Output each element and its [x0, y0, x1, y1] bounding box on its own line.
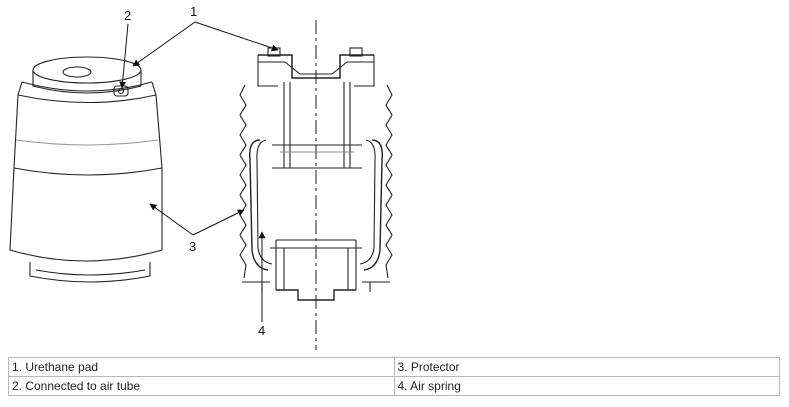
legend-cell-air-spring: 4. Air spring: [393, 376, 780, 396]
callout-3: 3: [189, 239, 196, 254]
legend-row: 1. Urethane pad 3. Protector: [8, 357, 780, 377]
legend-cell-protector: 3. Protector: [393, 357, 780, 377]
callout-1: 1: [190, 4, 197, 19]
legend-row: 2. Connected to air tube 4. Air spring: [8, 376, 780, 396]
legend-cell-air-tube: 2. Connected to air tube: [8, 376, 395, 396]
air-spring-diagram: 1 2 3 4: [9, 4, 393, 350]
legend-cell-urethane-pad: 1. Urethane pad: [8, 357, 395, 377]
air-spring-cross-section: [239, 20, 393, 350]
callout-leaders: [119, 21, 279, 322]
air-spring-external-view: [9, 56, 163, 283]
callout-4: 4: [258, 323, 265, 338]
legend-table: 1. Urethane pad 3. Protector 2. Connecte…: [8, 357, 780, 396]
callout-2: 2: [124, 8, 131, 23]
